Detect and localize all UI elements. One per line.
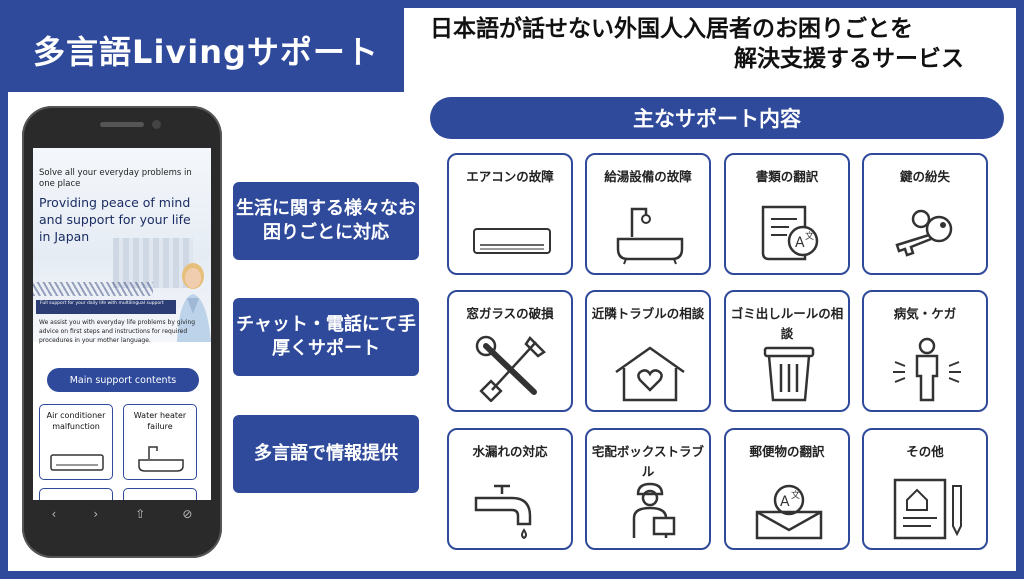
tagline-line1: 日本語が話せない外国人入居者のお困りごとを xyxy=(430,16,913,42)
support-card-label: 鍵の紛失 xyxy=(899,169,950,184)
support-card-illness-injury: 病気・ケガ xyxy=(862,290,988,412)
support-card-window-glass: 窓ガラスの破損 xyxy=(447,290,573,412)
tagline-panel xyxy=(404,8,1016,98)
faucet-icon xyxy=(474,484,532,540)
support-card-water-leak: 水漏れの対応 xyxy=(447,428,573,550)
back-icon[interactable]: ‹ xyxy=(51,507,57,521)
support-card-mail-translation: 郵便物の翻訳 A 文 xyxy=(724,428,850,550)
woman-photo xyxy=(177,263,211,342)
bathtub-icon xyxy=(138,446,184,472)
support-card-garbage-rules: ゴミ出しルールの相談 xyxy=(724,290,850,412)
support-card-label: 郵便物の翻訳 xyxy=(749,444,825,459)
main-support-button[interactable]: Main support contents xyxy=(47,368,199,392)
delivery-person-icon xyxy=(632,482,676,538)
support-card-water-heater: 給湯設備の故障 xyxy=(585,153,711,275)
mini-card-label: Air conditioner malfunction xyxy=(46,411,106,431)
keys-icon xyxy=(895,209,953,257)
support-card-label: 水漏れの対応 xyxy=(472,444,548,459)
phone-mockup: Solve all your everyday problems in one … xyxy=(22,106,222,558)
support-card-label: 給湯設備の故障 xyxy=(604,169,692,184)
phone-speaker xyxy=(100,122,144,127)
house-heart-icon xyxy=(615,346,685,402)
svg-text:文: 文 xyxy=(805,230,814,242)
compass-icon[interactable]: ⊘ xyxy=(182,507,193,521)
mini-card-water-heater[interactable]: Water heater failure xyxy=(123,404,197,480)
air-conditioner-icon xyxy=(50,454,104,471)
injured-person-icon xyxy=(893,337,961,402)
support-card-label: エアコンの故障 xyxy=(466,169,554,184)
share-icon[interactable]: ⇧ xyxy=(135,507,146,521)
hero-description: We assist you with everyday life problem… xyxy=(39,319,196,344)
support-card-label: ゴミ出しルールの相談 xyxy=(730,306,844,341)
mini-card-air-conditioner[interactable]: Air conditioner malfunction xyxy=(39,404,113,480)
feature-various-problems: 生活に関する様々なお困りごとに対応 xyxy=(233,182,419,260)
trash-can-icon xyxy=(763,346,815,402)
support-card-label: 窓ガラスの破損 xyxy=(466,306,554,321)
support-card-document-translation: 書類の翻訳 A 文 xyxy=(724,153,850,275)
tools-icon xyxy=(475,335,546,402)
support-card-neighbor-trouble: 近隣トラブルの相談 xyxy=(585,290,711,412)
svg-text:A: A xyxy=(795,235,805,251)
air-conditioner-icon xyxy=(473,228,551,254)
hero-section: Solve all your everyday problems in one … xyxy=(33,148,211,344)
support-card-label: 病気・ケガ xyxy=(893,306,957,321)
tagline: 日本語が話せない外国人入居者のお困りごとを 解決支援するサービス xyxy=(404,14,1004,74)
feature-multilingual: 多言語で情報提供 xyxy=(233,415,419,493)
forward-icon[interactable]: › xyxy=(93,507,99,521)
support-card-other: その他 xyxy=(862,428,988,550)
support-card-label: 宅配ボックストラブル xyxy=(591,444,705,479)
phone-screen: Solve all your everyday problems in one … xyxy=(33,148,211,528)
browser-toolbar: ‹ › ⇧ ⊘ xyxy=(33,500,211,528)
document-translate-icon: A 文 xyxy=(761,205,819,261)
mail-translate-icon: A 文 xyxy=(755,484,823,540)
city-background xyxy=(113,238,193,288)
support-card-air-conditioner: エアコンの故障 xyxy=(447,153,573,275)
svg-text:文: 文 xyxy=(791,489,800,501)
support-card-delivery-box: 宅配ボックストラブル xyxy=(585,428,711,550)
support-card-label: 近隣トラブルの相談 xyxy=(591,306,705,321)
support-card-label: その他 xyxy=(906,444,944,459)
hero-stripe xyxy=(33,282,153,296)
support-heading: 主なサポート内容 xyxy=(430,97,1004,139)
phone-camera xyxy=(152,120,161,129)
feature-chat-phone: チャット・電話にて手厚くサポート xyxy=(233,298,419,376)
support-card-lost-key: 鍵の紛失 xyxy=(862,153,988,275)
hero-intro: Solve all your everyday problems in one … xyxy=(39,168,192,189)
bathtub-icon xyxy=(616,207,684,265)
svg-text:A: A xyxy=(780,494,790,510)
support-card-label: 書類の翻訳 xyxy=(755,169,819,184)
mini-card-label: Water heater failure xyxy=(133,411,187,431)
other-document-icon xyxy=(893,478,962,540)
tagline-line2: 解決支援するサービス xyxy=(734,46,964,72)
page-title: 多言語Livingサポート xyxy=(8,8,404,92)
hero-badge: Full support for your daily life with mu… xyxy=(36,300,176,314)
hero-headline: Providing peace of mind and support for … xyxy=(39,195,191,244)
